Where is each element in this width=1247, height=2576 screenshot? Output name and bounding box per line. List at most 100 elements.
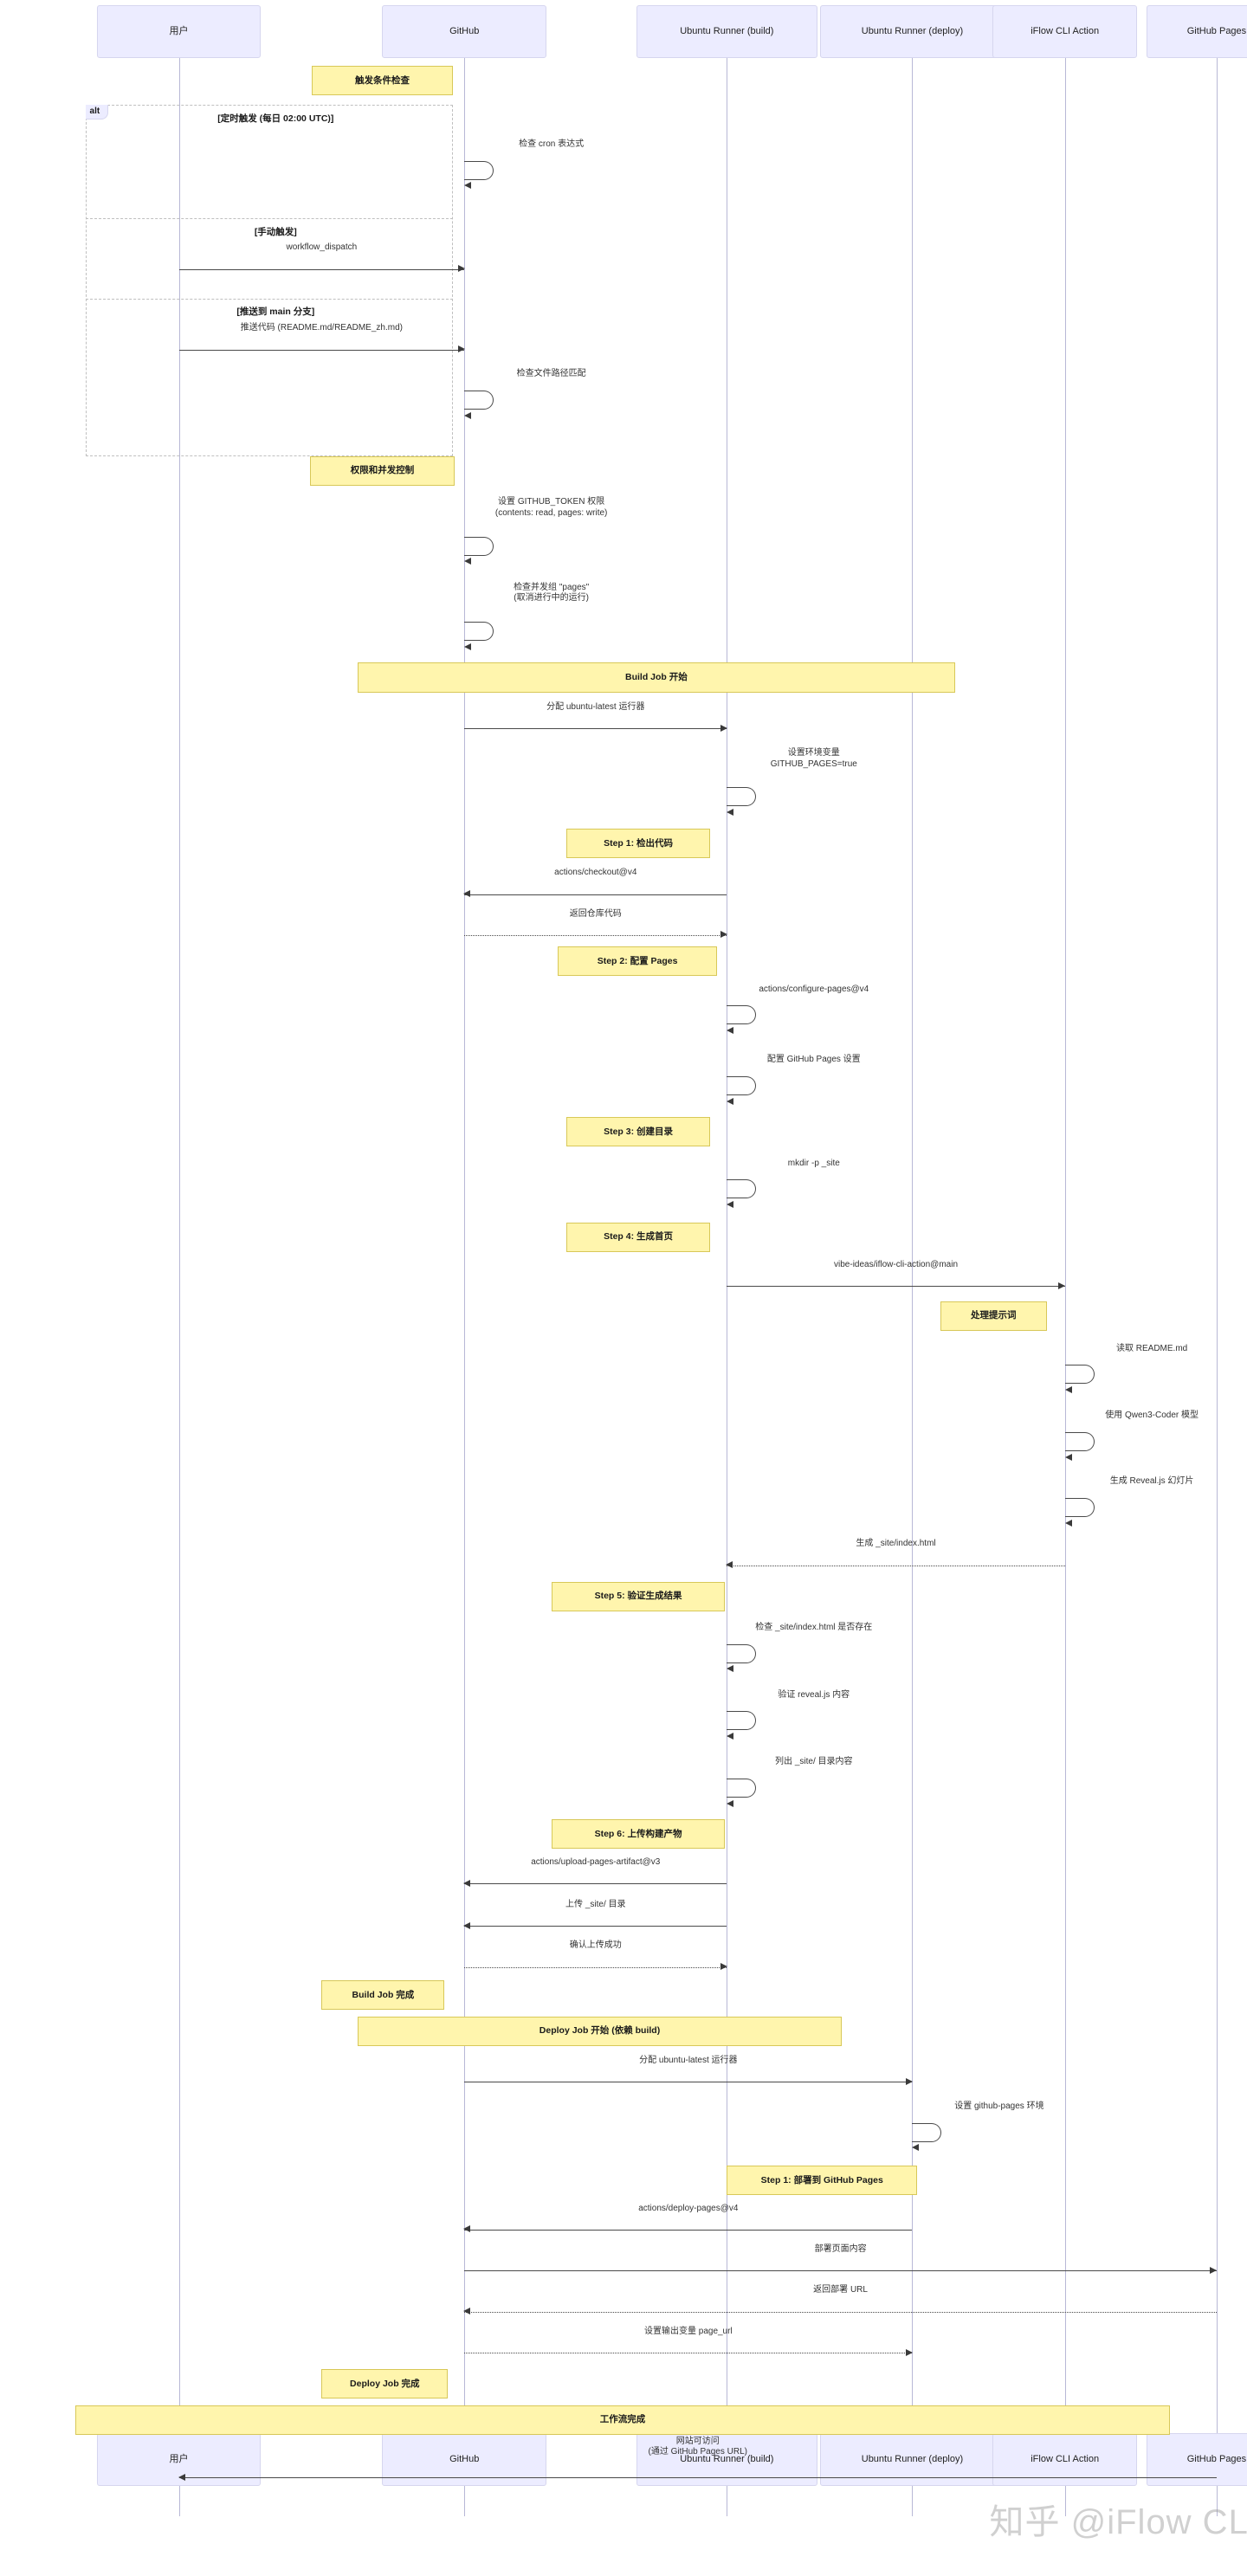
note-n9: Step 5: 验证生成结果	[551, 1581, 726, 1611]
alt-divider-1	[85, 298, 453, 300]
arrowhead-m18	[726, 1561, 733, 1569]
self-call-m12	[727, 1075, 757, 1095]
arrowhead-m21	[727, 1799, 734, 1807]
message-label-m4: 检查文件路径匹配	[516, 369, 586, 379]
participant-build-bottom[interactable]: Ubuntu Runner (build)	[636, 2433, 817, 2486]
self-call-m21	[727, 1778, 757, 1798]
self-call-m19	[727, 1643, 757, 1663]
participant-github-bottom[interactable]: GitHub	[382, 2433, 546, 2486]
message-label-m8: 设置环境变量 GITHUB_PAGES=true	[770, 748, 857, 769]
arrowhead-m23	[463, 1921, 471, 1929]
lifeline-pages	[1216, 33, 1218, 2516]
message-label-m5: 设置 GITHUB_TOKEN 权限 (contents: read, page…	[494, 497, 608, 518]
note-n5: Step 2: 配置 Pages	[558, 946, 717, 977]
note-n11: Build Job 完成	[321, 1979, 445, 2011]
arrowhead-m6	[464, 642, 472, 650]
arrowhead-m8	[727, 809, 734, 817]
message-label-m29: 返回部署 URL	[813, 2285, 868, 2295]
participant-deploy-top[interactable]: Ubuntu Runner (deploy)	[820, 5, 1005, 58]
self-call-m20	[727, 1711, 757, 1731]
message-label-m31: 网站可访问 (通过 GitHub Pages URL)	[648, 2436, 747, 2457]
arrowhead-m11	[727, 1027, 734, 1035]
message-label-m13: mkdir -p _site	[787, 1158, 840, 1168]
message-label-m12: 配置 GitHub Pages 设置	[766, 1055, 861, 1065]
message-line-m2	[178, 268, 465, 270]
message-label-m17: 生成 Reveal.js 幻灯片	[1109, 1476, 1194, 1487]
message-line-m28	[464, 2270, 1217, 2272]
note-n2: 权限和并发控制	[310, 455, 455, 486]
alt-fragment	[85, 105, 453, 456]
arrowhead-m19	[727, 1665, 734, 1673]
self-call-m16	[1064, 1432, 1095, 1452]
message-line-m24	[464, 1966, 727, 1968]
arrowhead-m26	[912, 2144, 920, 2152]
self-call-m4	[464, 390, 494, 410]
self-call-m11	[727, 1005, 757, 1025]
arrowhead-m22	[463, 1879, 471, 1887]
arrowhead-m27	[463, 2225, 471, 2233]
message-label-m11: actions/configure-pages@v4	[759, 984, 869, 994]
arrowhead-m14	[1058, 1282, 1066, 1289]
arrowhead-m13	[727, 1200, 734, 1208]
participant-pages-top[interactable]: GitHub Pages	[1147, 5, 1247, 58]
message-label-m28: 部署页面内容	[814, 2244, 867, 2254]
participant-pages-bottom[interactable]: GitHub Pages	[1147, 2433, 1247, 2486]
self-call-m8	[727, 787, 757, 807]
arrowhead-m7	[720, 724, 727, 732]
note-n14: Deploy Job 完成	[321, 2369, 449, 2399]
arrowhead-m30	[905, 2348, 913, 2356]
message-label-m27: actions/deploy-pages@v4	[638, 2203, 739, 2213]
arrowhead-m31	[178, 2473, 185, 2481]
note-n6: Step 3: 创建目录	[565, 1117, 711, 1147]
lifeline-deploy	[912, 33, 914, 2516]
message-label-m10: 返回仓库代码	[569, 908, 622, 919]
message-label-m21: 列出 _site/ 目录内容	[775, 1757, 853, 1767]
message-line-m14	[727, 1286, 1065, 1288]
message-line-m7	[464, 728, 727, 730]
message-label-m6: 检查并发组 "pages" (取消进行中的运行)	[514, 582, 590, 604]
participant-user-top[interactable]: 用户	[96, 5, 262, 58]
message-label-m20: 验证 reveal.js 内容	[778, 1689, 850, 1700]
message-line-m23	[464, 1926, 727, 1927]
participant-iflow-top[interactable]: iFlow CLI Action	[992, 5, 1138, 58]
lifeline-github	[464, 33, 466, 2516]
arrowhead-m10	[720, 931, 727, 939]
participant-github-top[interactable]: GitHub	[382, 5, 546, 58]
message-line-m10	[464, 935, 727, 936]
lifeline-user	[178, 33, 180, 2516]
message-label-m9: actions/checkout@v4	[554, 868, 637, 878]
message-label-m19: 检查 _site/index.html 是否存在	[755, 1622, 873, 1632]
self-call-m5	[464, 536, 494, 556]
participant-build-top[interactable]: Ubuntu Runner (build)	[636, 5, 817, 58]
message-label-m7: 分配 ubuntu-latest 运行器	[546, 701, 645, 712]
message-line-m31	[178, 2477, 1217, 2479]
message-label-m1: 检查 cron 表达式	[519, 139, 585, 150]
message-line-m9	[464, 894, 727, 895]
message-line-m22	[464, 1883, 727, 1885]
arrowhead-m1	[464, 182, 472, 190]
note-n12: Deploy Job 开始 (依赖 build)	[358, 2016, 842, 2046]
message-line-m27	[464, 2229, 913, 2231]
arrowhead-m15	[1064, 1386, 1072, 1394]
arrowhead-m12	[727, 1097, 734, 1105]
alt-condition-1: [手动触发]	[254, 226, 297, 237]
note-n3: Build Job 开始	[358, 662, 955, 693]
message-label-m2: workflow_dispatch	[286, 242, 358, 253]
alt-fragment-label: alt	[85, 105, 109, 120]
arrowhead-m3	[457, 345, 465, 353]
message-label-m23: 上传 _site/ 目录	[565, 1900, 626, 1910]
note-n8: 处理提示词	[940, 1301, 1047, 1331]
self-call-m17	[1064, 1497, 1095, 1517]
message-label-m3: 推送代码 (README.md/README_zh.md)	[240, 323, 403, 333]
participant-iflow-bottom[interactable]: iFlow CLI Action	[992, 2433, 1138, 2486]
message-line-m29	[464, 2311, 1217, 2313]
arrowhead-m25	[905, 2077, 913, 2085]
message-line-m3	[178, 349, 465, 351]
arrowhead-m9	[463, 890, 471, 898]
arrowhead-m24	[720, 1963, 727, 1971]
arrowhead-m29	[463, 2308, 471, 2315]
watermark-text: 知乎 @iFlow CLI	[989, 2503, 1247, 2541]
note-n10: Step 6: 上传构建产物	[551, 1819, 726, 1850]
note-n13: Step 1: 部署到 GitHub Pages	[727, 2166, 918, 2196]
